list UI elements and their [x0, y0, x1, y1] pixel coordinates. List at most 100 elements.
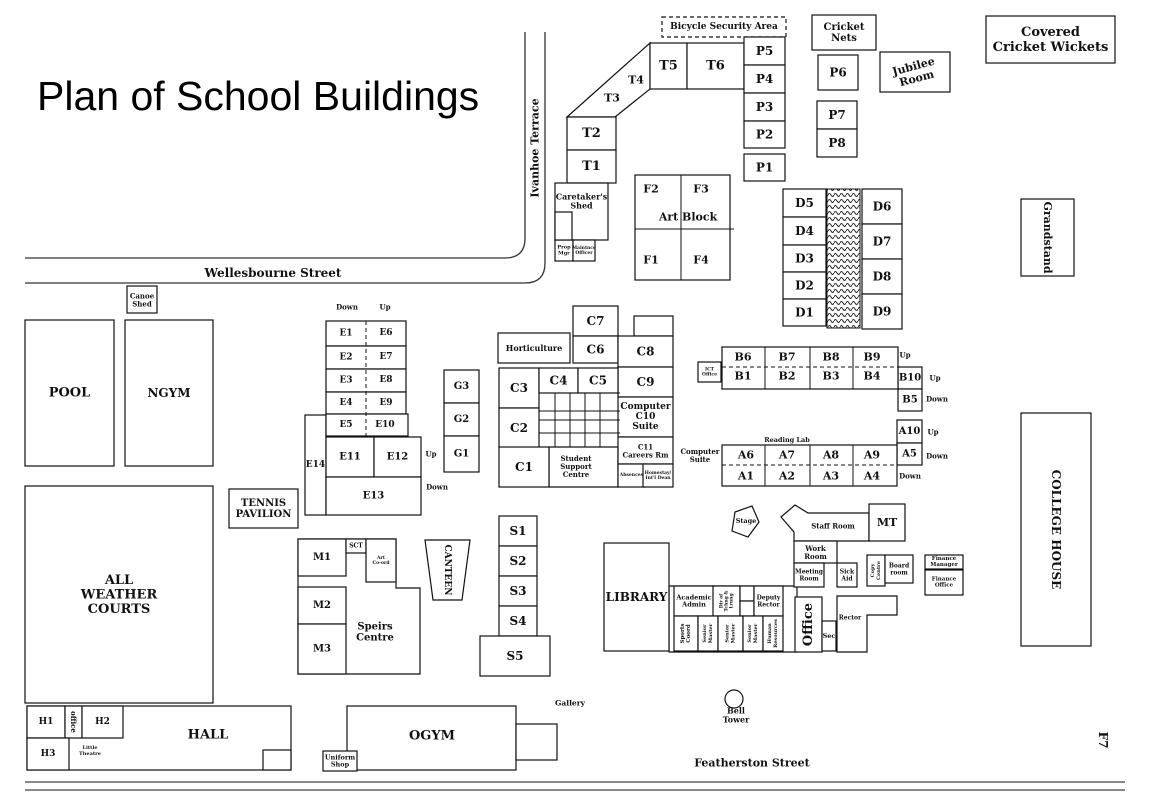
- store-room[interactable]: [554, 211, 573, 241]
- sm2-building[interactable]: [717, 615, 744, 652]
- tennis-building[interactable]: [228, 488, 299, 529]
- s2-building[interactable]: [498, 545, 538, 577]
- hall-box-building[interactable]: [262, 749, 292, 771]
- college-building[interactable]: [1020, 412, 1092, 647]
- maint-building[interactable]: [572, 239, 596, 262]
- p2-building[interactable]: [743, 120, 786, 149]
- sec-building[interactable]: [821, 620, 837, 652]
- c4-building[interactable]: [538, 367, 579, 394]
- d6-building[interactable]: [861, 188, 903, 225]
- p6-building[interactable]: [817, 54, 859, 91]
- sm2-label: SeniorMaster: [725, 623, 737, 643]
- homestay-building[interactable]: [642, 463, 674, 488]
- h3-building[interactable]: [26, 737, 70, 771]
- e12-building[interactable]: [373, 436, 422, 478]
- e11-label: E11: [339, 452, 361, 463]
- b10-up-label: Up: [930, 374, 941, 383]
- ngym-building[interactable]: [124, 319, 214, 467]
- cricket-nets-building[interactable]: [811, 14, 877, 51]
- sick-building[interactable]: [836, 562, 858, 588]
- p1-building[interactable]: [743, 153, 786, 182]
- p3-building[interactable]: [743, 92, 786, 122]
- d9-building[interactable]: [861, 293, 903, 330]
- small2-building[interactable]: [739, 600, 755, 617]
- h3-label: H3: [41, 749, 56, 759]
- grandstand-building[interactable]: [1020, 198, 1075, 277]
- board-building[interactable]: [884, 554, 914, 584]
- s3-building[interactable]: [498, 575, 538, 607]
- academic-admin-building[interactable]: [673, 585, 715, 617]
- e5-building[interactable]: [325, 413, 409, 437]
- d7-building[interactable]: [861, 223, 903, 260]
- ict-building[interactable]: [697, 361, 722, 383]
- e2-label: E2: [339, 353, 352, 363]
- jubilee-building[interactable]: [879, 51, 951, 93]
- c2-building[interactable]: [498, 407, 540, 449]
- hr-building[interactable]: [762, 615, 784, 652]
- fin-mgr-building[interactable]: [924, 554, 964, 570]
- d1-building[interactable]: [782, 298, 827, 327]
- sports-label: SportsCoord: [680, 623, 692, 643]
- s1-building[interactable]: [498, 515, 538, 547]
- fin-office-building[interactable]: [924, 569, 964, 596]
- c5-building[interactable]: [577, 367, 619, 394]
- sports-building[interactable]: [673, 615, 699, 652]
- m2-building[interactable]: [297, 586, 347, 625]
- m2-label: M2: [313, 600, 331, 611]
- t6-label: T6: [706, 59, 725, 74]
- art-block-building[interactable]: [634, 174, 731, 281]
- bicycle-building[interactable]: [661, 16, 787, 38]
- p4-building[interactable]: [743, 64, 786, 94]
- t2-building[interactable]: [566, 116, 617, 151]
- g1-building[interactable]: [443, 435, 480, 473]
- sct-label: SCT: [349, 543, 363, 550]
- m1-building[interactable]: [297, 538, 347, 577]
- m1-label: M1: [313, 552, 331, 563]
- t1-label: T1: [582, 159, 601, 174]
- c10-building[interactable]: [617, 396, 674, 438]
- m3-building[interactable]: [297, 623, 347, 675]
- c11-building[interactable]: [617, 436, 674, 465]
- b3-label: B3: [823, 370, 840, 383]
- b5-building[interactable]: [897, 388, 923, 412]
- d5-label: D5: [795, 196, 814, 210]
- small1-building[interactable]: [739, 585, 755, 602]
- s5-building[interactable]: [479, 635, 551, 677]
- d4-building[interactable]: [782, 216, 827, 246]
- e4-building[interactable]: [325, 391, 407, 415]
- rector-building[interactable]: [836, 595, 898, 653]
- awc-building[interactable]: [24, 485, 214, 704]
- c8small-building[interactable]: [633, 315, 674, 337]
- e13-building[interactable]: [325, 476, 422, 516]
- meeting-building[interactable]: [793, 562, 825, 588]
- ogym-annex-building[interactable]: [515, 723, 558, 761]
- library-building[interactable]: [603, 542, 670, 652]
- h2-building[interactable]: [81, 705, 124, 739]
- c8-building[interactable]: [617, 335, 674, 368]
- road-edge-south: [25, 32, 546, 284]
- uniform-building[interactable]: [322, 750, 358, 772]
- horticulture-building[interactable]: [497, 332, 571, 364]
- canteen-building[interactable]: [424, 539, 471, 601]
- e11-building[interactable]: [325, 436, 375, 478]
- p8-building[interactable]: [816, 128, 858, 158]
- covered-building[interactable]: [985, 15, 1116, 64]
- g3-building[interactable]: [443, 369, 480, 404]
- c1-building[interactable]: [498, 446, 550, 488]
- p5-building[interactable]: [743, 36, 786, 66]
- canoe-building[interactable]: [126, 285, 158, 314]
- office-building[interactable]: [794, 596, 823, 653]
- art-coord-building[interactable]: [365, 538, 397, 583]
- stage-building[interactable]: [731, 505, 760, 538]
- g2-building[interactable]: [443, 402, 480, 437]
- t1-building[interactable]: [566, 149, 617, 184]
- pool-building[interactable]: [24, 319, 115, 467]
- bicycle-label: Bicycle Security Area: [670, 22, 778, 32]
- ogym-building[interactable]: [346, 705, 517, 771]
- mt-building[interactable]: [868, 503, 906, 542]
- c5-label: C5: [589, 374, 607, 388]
